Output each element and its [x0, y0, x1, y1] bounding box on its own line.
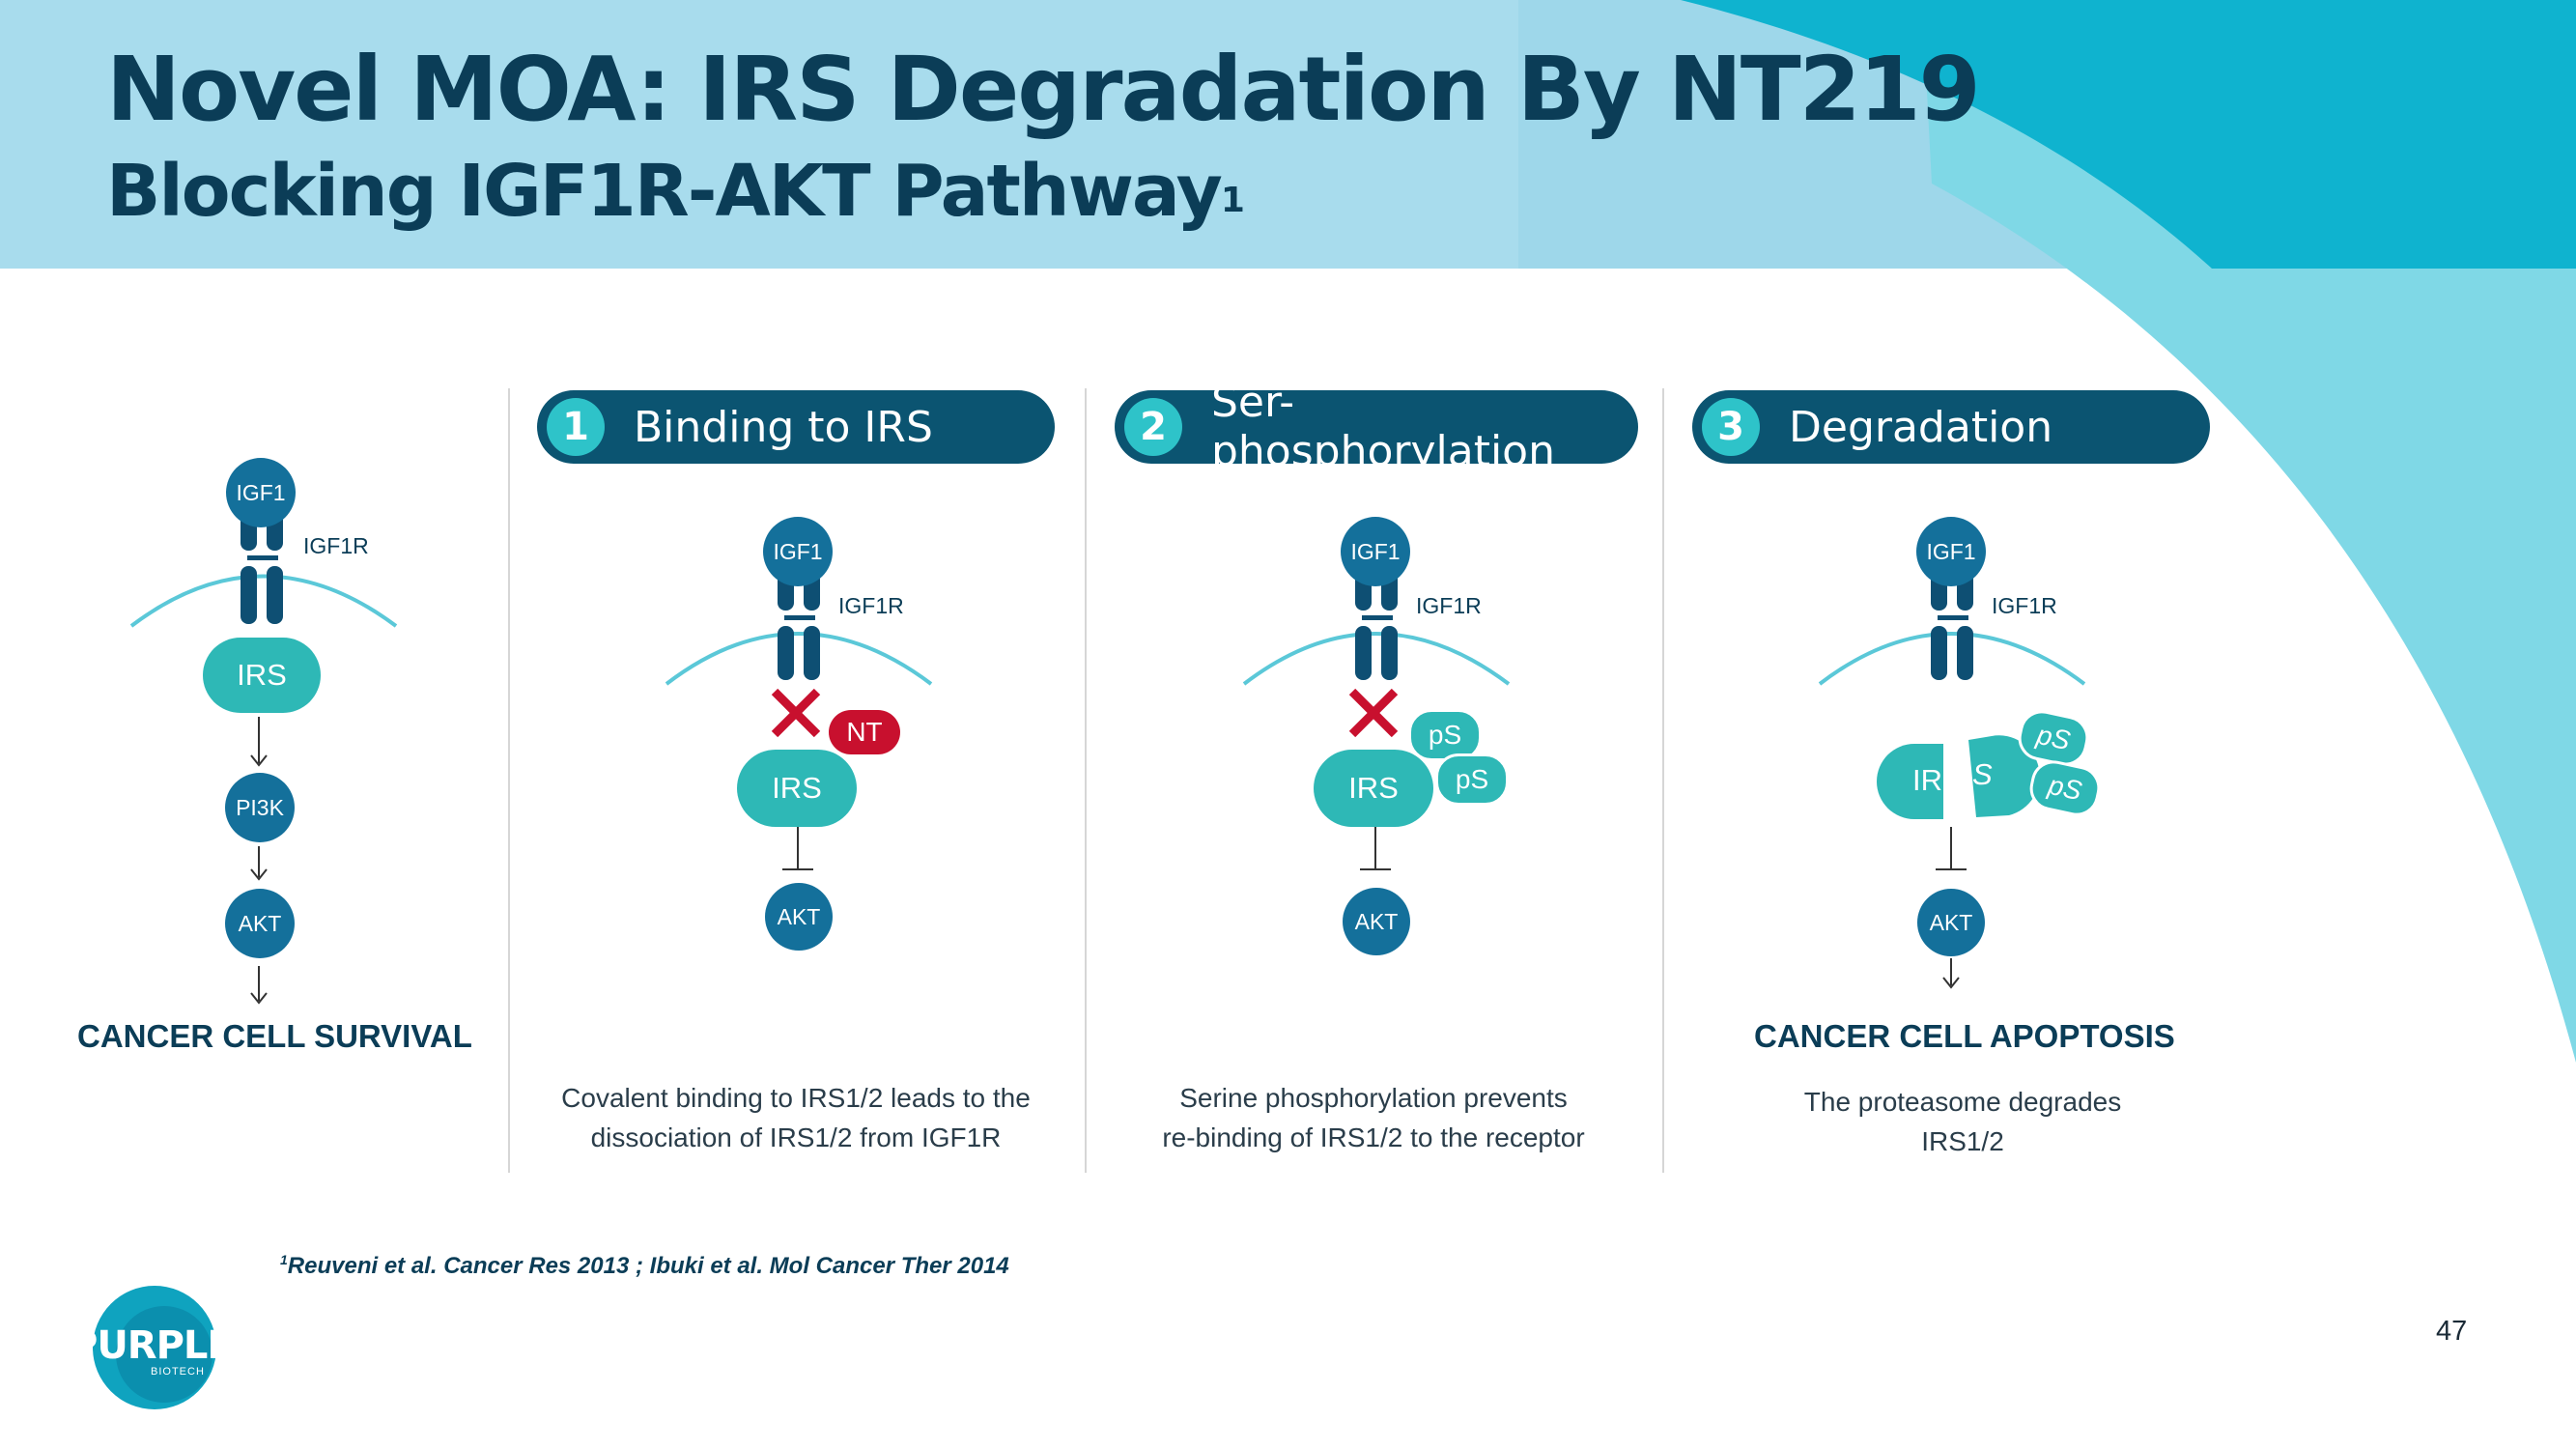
igf1-node: IGF1: [1916, 517, 1986, 586]
footnote-mark: 1: [280, 1252, 288, 1267]
footnote: 1Reuveni et al. Cancer Res 2013 ; Ibuki …: [280, 1252, 1009, 1280]
arrow-head: [250, 868, 268, 881]
igf1r-label: IGF1R: [1416, 593, 1482, 618]
cell-membrane-arc: [665, 632, 933, 686]
ps-node: pS: [1408, 709, 1482, 761]
step-3-number: 3: [1702, 398, 1760, 456]
step-1-header: 1 Binding to IRS: [537, 390, 1055, 464]
logo-wordmark: PURPLE: [70, 1323, 234, 1368]
purple-biotech-logo: [93, 1286, 216, 1409]
receptor-bar: [778, 626, 794, 680]
logo-subtext: BIOTECH: [151, 1366, 205, 1378]
step-3-header: 3 Degradation: [1692, 390, 2210, 464]
akt-node: AKT: [1343, 888, 1410, 955]
s-fragment-label: S: [1972, 757, 1993, 791]
block-x-icon: [771, 688, 821, 738]
irs-fragment-label: IR: [1912, 763, 1942, 797]
ps-node: pS: [1435, 753, 1509, 806]
caption-line: Covalent binding to IRS1/2 leads to the: [561, 1083, 1031, 1113]
receptor-bar: [1931, 626, 1947, 680]
cancer-cell-survival-label: CANCER CELL SURVIVAL: [77, 1018, 472, 1054]
arrow-head: [1942, 977, 1960, 989]
step-1-label: Binding to IRS: [634, 402, 933, 452]
irs-node: IRS: [203, 638, 321, 713]
subtitle-line: Blocking IGF1R-AKT Pathway1: [106, 147, 1979, 236]
caption-line: Serine phosphorylation prevents: [1179, 1083, 1568, 1113]
akt-node: AKT: [1917, 889, 1985, 956]
caption-line: dissociation of IRS1/2 from IGF1R: [590, 1122, 1002, 1152]
receptor-bar: [1957, 626, 1973, 680]
igf1r-label: IGF1R: [303, 533, 369, 558]
igf1r-label: IGF1R: [838, 593, 904, 618]
cell-membrane-arc: [1242, 632, 1511, 686]
receptor-connector: [1938, 615, 1968, 620]
receptor-bar: [804, 626, 820, 680]
pi3k-node: PI3K: [225, 773, 295, 842]
column-divider: [508, 388, 510, 1173]
receptor-connector: [1362, 615, 1393, 620]
cancer-cell-apoptosis-label: CANCER CELL APOPTOSIS: [1754, 1018, 2175, 1054]
cell-membrane-arc: [1818, 632, 2086, 686]
nt-node: NT: [829, 710, 900, 754]
cell-membrane-arc: [129, 574, 398, 628]
akt-node: AKT: [225, 889, 295, 958]
step-2-header: 2 Ser-phosphorylation: [1115, 378, 1638, 476]
page-number: 47: [2436, 1316, 2468, 1347]
arrow-head: [250, 754, 268, 767]
subtitle-text: Blocking IGF1R-AKT Pathway: [106, 150, 1223, 233]
decorative-arc-cyan: [1681, 0, 2576, 269]
caption-line: re-binding of IRS1/2 to the receptor: [1162, 1122, 1585, 1152]
column-divider: [1662, 388, 1664, 1173]
step-3-label: Degradation: [1789, 402, 2053, 452]
column-divider: [1085, 388, 1087, 1173]
igf1-node: IGF1: [763, 517, 833, 586]
caption-line: IRS1/2: [1921, 1126, 2004, 1156]
step-2-caption: Serine phosphorylation prevents re-bindi…: [1094, 1078, 1653, 1157]
irs-node: IRS: [737, 750, 857, 827]
akt-node: AKT: [765, 883, 833, 951]
irs-fragment-left: [1877, 744, 1943, 819]
irs-node: IRS: [1314, 750, 1433, 827]
step-1-number: 1: [547, 398, 605, 456]
title-line: Novel MOA: IRS Degradation By NT219: [106, 38, 1981, 141]
logo-circle-shade: [116, 1306, 212, 1403]
receptor-bar: [241, 566, 257, 624]
receptor-connector: [784, 615, 815, 620]
receptor-bar: [267, 566, 283, 624]
irs-fragment-right: [1968, 735, 2040, 817]
step-1-caption: Covalent binding to IRS1/2 leads to the …: [518, 1078, 1074, 1157]
step-2-number: 2: [1124, 398, 1182, 456]
igf1r-label: IGF1R: [1992, 593, 2057, 618]
subtitle-footnote-mark: 1: [1220, 181, 1245, 220]
footnote-text: Reuveni et al. Cancer Res 2013 ; Ibuki e…: [287, 1253, 1009, 1279]
receptor-bar: [1381, 626, 1398, 680]
block-x-icon: [1348, 688, 1399, 738]
igf1-node: IGF1: [1341, 517, 1410, 586]
receptor-connector: [247, 555, 278, 560]
step-2-label: Ser-phosphorylation: [1210, 378, 1555, 476]
slide-title: Novel MOA: IRS Degradation By NT219 Bloc…: [106, 37, 1981, 236]
igf1-node: IGF1: [226, 458, 296, 527]
step-3-caption: The proteasome degrades IRS1/2: [1692, 1082, 2233, 1161]
receptor-bar: [1355, 626, 1372, 680]
arrow-head: [250, 992, 268, 1005]
caption-line: The proteasome degrades: [1803, 1087, 2122, 1117]
